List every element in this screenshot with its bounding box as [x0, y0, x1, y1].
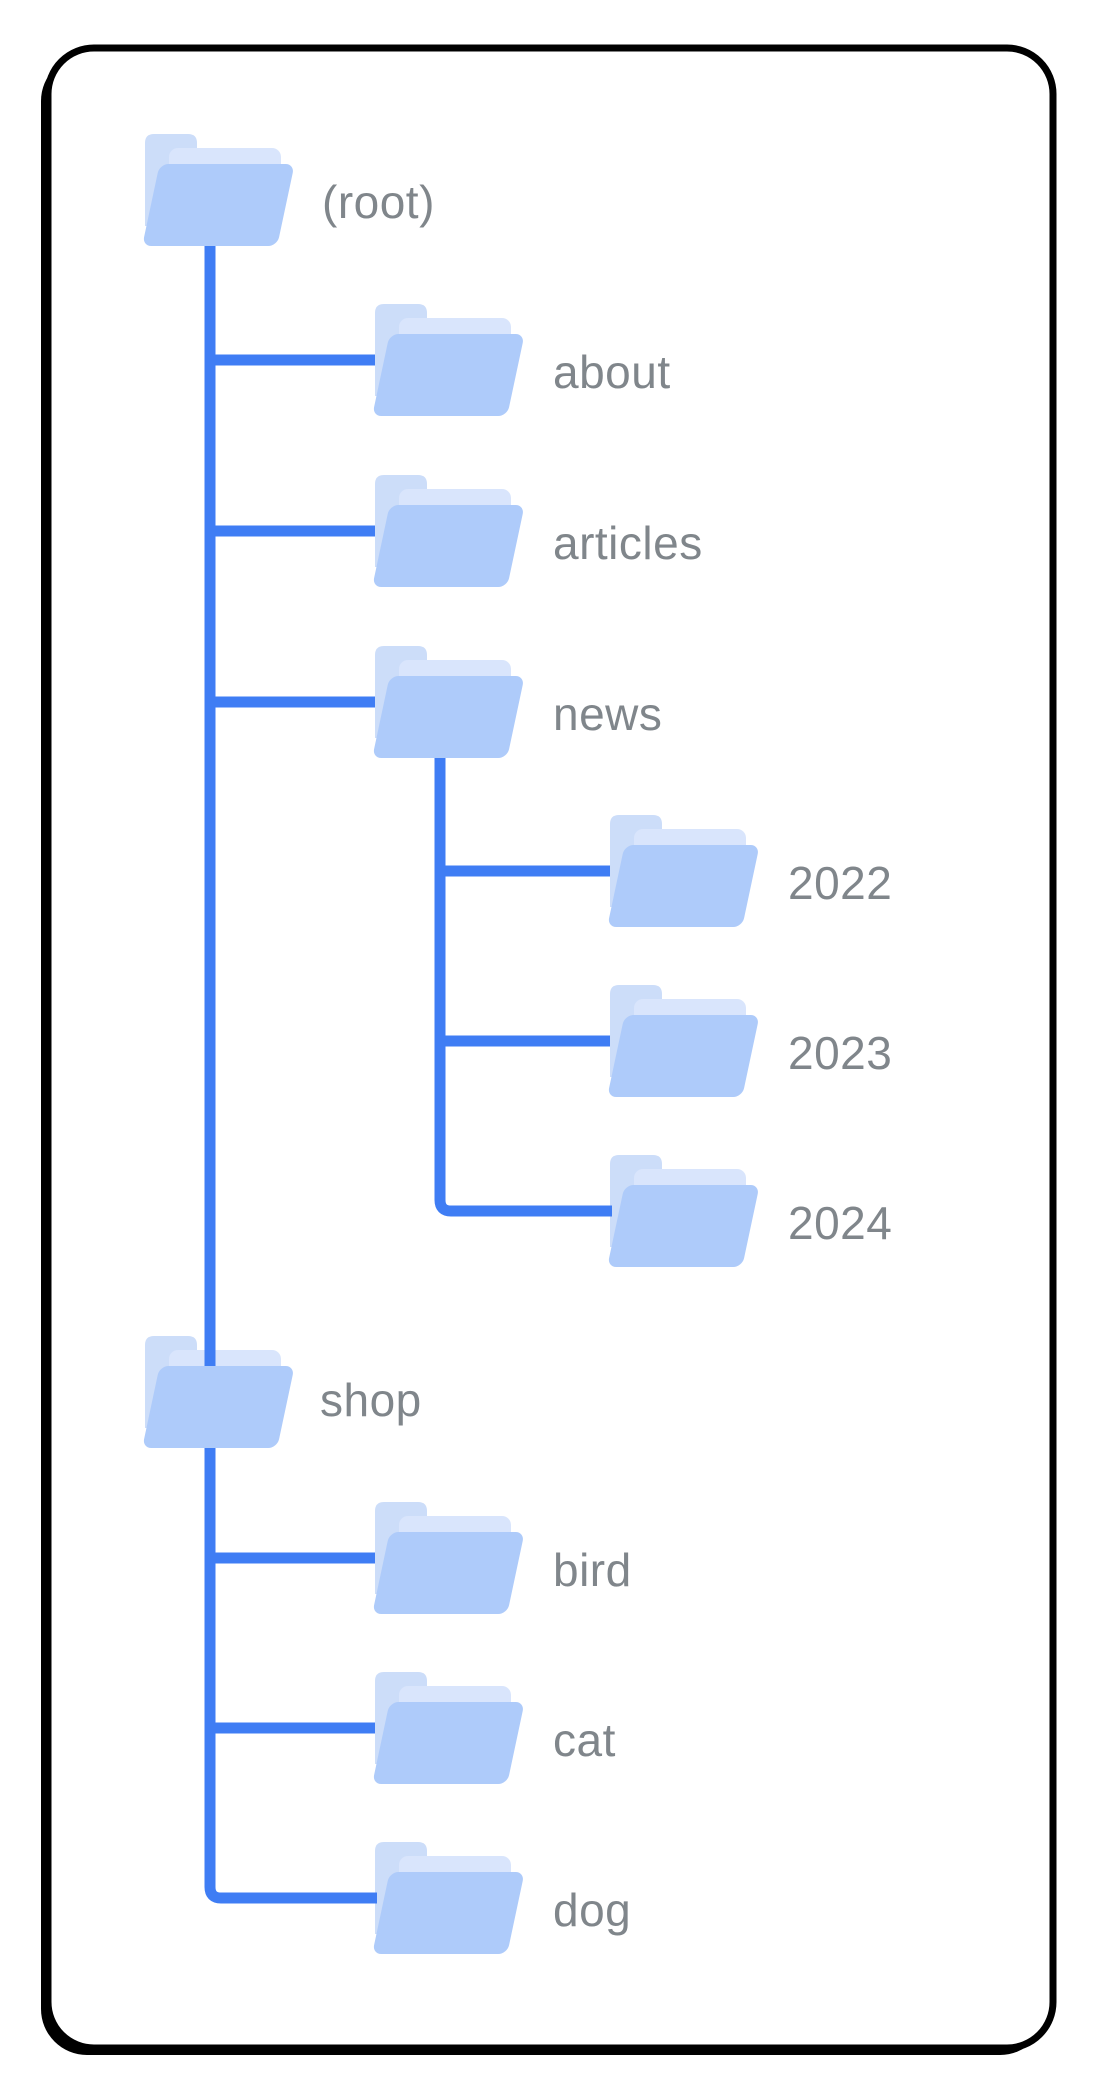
folder-icon-bird-front: [372, 1532, 525, 1614]
node-label-2023: 2023: [788, 1027, 892, 1079]
folder-icon-2022-front: [607, 845, 760, 927]
node-label-bird: bird: [553, 1544, 632, 1596]
node-label-dog: dog: [553, 1884, 631, 1936]
folder-icon-articles-front: [372, 505, 525, 587]
node-label-about: about: [553, 346, 671, 398]
folder-icon-about-front: [372, 334, 525, 416]
node-label-root: (root): [322, 176, 435, 228]
node-labels: (root) about articles news 2022 2023 202…: [320, 176, 892, 1936]
folder-icon-shop-front: [142, 1366, 295, 1448]
folder-icon-dog-front: [372, 1872, 525, 1954]
node-label-news: news: [553, 688, 662, 740]
node-label-shop: shop: [320, 1374, 422, 1426]
folder-icon-cat-front: [372, 1702, 525, 1784]
node-label-2022: 2022: [788, 857, 892, 909]
connector-root-trunk: [204, 240, 377, 1904]
connector-news-trunk: [434, 750, 612, 1217]
folder-icon-2024-front: [607, 1185, 760, 1267]
folder-icon-news-front: [372, 676, 525, 758]
folder-icon-root-front: [142, 164, 295, 246]
folder-icon-2023-front: [607, 1015, 760, 1097]
diagram-card: [44, 44, 1057, 2052]
node-label-cat: cat: [553, 1714, 616, 1766]
node-label-articles: articles: [553, 517, 703, 569]
branch-connectors: [205, 354, 610, 1734]
node-label-2024: 2024: [788, 1197, 892, 1249]
trunk-connectors: [204, 240, 612, 1904]
